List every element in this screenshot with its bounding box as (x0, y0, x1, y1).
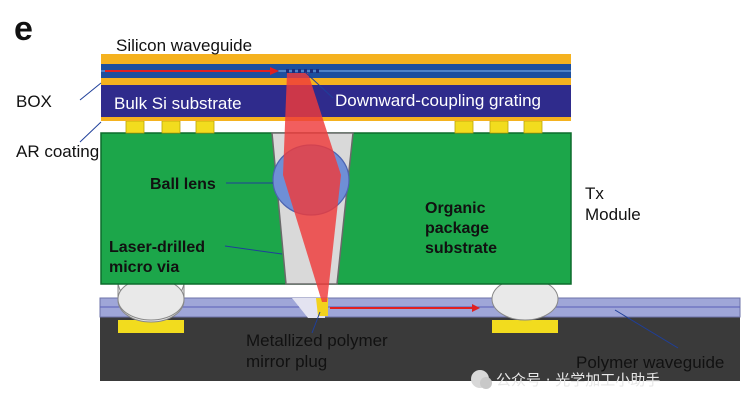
label-grating: Downward-coupling grating (335, 91, 541, 110)
ar-leader (79, 121, 102, 143)
label-ar-coating: AR coating (16, 142, 99, 161)
light-beam (283, 73, 341, 302)
silicon-top-layer (101, 54, 571, 64)
mirror-leader (311, 311, 321, 334)
solder-pad-right (492, 320, 558, 333)
bump-row (125, 120, 543, 134)
polymer-beam-arrow (472, 304, 480, 312)
watermark-text: 公众号 · 光学加工小助手 (496, 371, 660, 389)
label-laser-via-2: micro via (109, 259, 179, 276)
bulk-si-substrate (101, 85, 571, 117)
grating-leader (304, 71, 334, 99)
solder-pad-left (118, 320, 184, 333)
mirror-plug-metal (316, 298, 328, 316)
box-leader (79, 82, 102, 101)
label-organic-3: substrate (425, 240, 497, 257)
label-organic-2: package (425, 220, 489, 237)
label-laser-via-1: Laser-drilled (109, 239, 205, 256)
label-bulk-si: Bulk Si substrate (114, 94, 242, 113)
watermark: 公众号 · 光学加工小助手 (471, 370, 660, 389)
label-tx-1: Tx (585, 184, 604, 203)
polymer-leader (614, 309, 679, 349)
label-polymer-waveguide: Polymer waveguide (576, 353, 724, 372)
label-box: BOX (16, 92, 52, 111)
panel-letter: e (14, 10, 33, 48)
grating (286, 69, 319, 73)
silicon-mid-layer (101, 78, 571, 85)
chip-beam-arrow (270, 67, 279, 75)
ar-coating-layer (101, 117, 571, 121)
label-mirror-2: mirror plug (246, 352, 327, 371)
label-tx-2: Module (585, 205, 641, 224)
label-organic-1: Organic (425, 200, 486, 217)
label-mirror-1: Metallized polymer (246, 331, 388, 350)
bottom-board (100, 315, 740, 381)
label-silicon-waveguide: Silicon waveguide (116, 36, 252, 55)
via-leader (224, 245, 283, 255)
label-ball-lens: Ball lens (150, 176, 216, 193)
